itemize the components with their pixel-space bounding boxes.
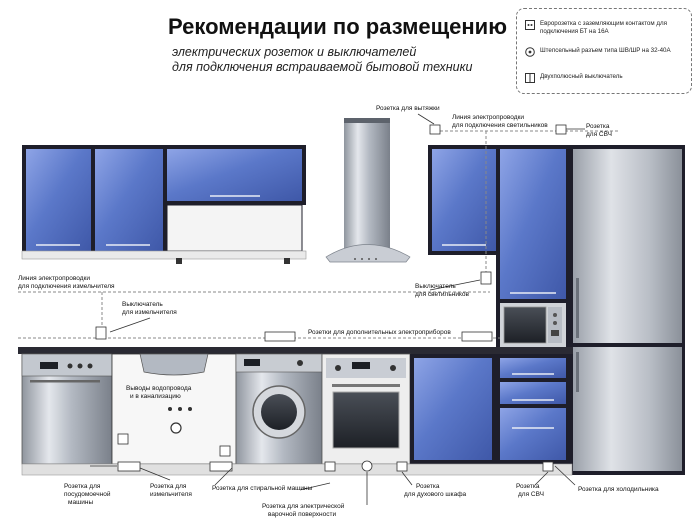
label-oven-socket-2: для духового шкафа [404,491,467,498]
label-hob-socket-2: варочной поверхности [268,511,337,518]
built-in-oven [321,353,411,465]
leader-lines [90,113,585,505]
legend-text-plug: Штепсельный разъем типа ШВ/ШР на 32-40А [540,47,671,54]
label-dishwasher-3: машины [68,499,94,506]
label-extra-sockets: Розетки для дополнительных электроприбор… [308,329,451,336]
label-grinder-switch-2: для измельчителя [122,309,177,316]
double-switch-icon [525,73,535,83]
label-lighting-wiring-1: Линия электропроводки [452,114,525,121]
label-light-switch-1: Выключатель [415,283,456,290]
label-grinder-socket-2: измельчителя [150,491,192,498]
label-lighting-wiring-2: для подключения светильников [452,122,548,129]
label-microwave-top-2: для СВЧ [586,131,612,138]
label-fridge-socket: Розетка для холодильника [578,486,659,493]
upper-left-cabinets [21,145,307,264]
sink-cabinet [111,353,237,465]
sockets [95,124,567,472]
legend-row-plug: Штепсельный разъем типа ШВ/ШР на 32-40А [525,47,680,57]
label-hood-socket: Розетка для вытяжки [376,105,440,112]
label-dishwasher-2: посудомоечной [64,491,111,498]
label-washer-socket: Розетка для стиральной машины [212,485,313,492]
label-microwave-top-1: Розетка [586,123,610,130]
legend-box: Евророзетка с заземляющим контактом для … [516,8,692,94]
subtitle-line-1: электрических розеток и выключателей [172,45,417,59]
label-grinder-wiring-1: Линия электропроводки [18,275,91,282]
label-hob-socket-1: Розетка для электрической [262,503,345,510]
plug-connector-icon [525,47,535,57]
label-grinder-socket-1: Розетка для [150,483,187,490]
countertop [18,347,573,354]
legend-row-euro: Евророзетка с заземляющим контактом для … [525,20,680,35]
label-dishwasher-1: Розетка для [64,483,101,490]
label-grinder-switch-1: Выключатель [122,301,163,308]
range-hood [325,118,411,263]
legend-text-switch: Двухполюсный выключатель [540,73,623,80]
label-grinder-wiring-2: для подключения измельчителя [18,283,115,290]
legend-row-switch: Двухполюсный выключатель [525,73,680,83]
right-upper-cabinets [428,145,570,350]
dishwasher [21,353,113,465]
label-water-outputs-1: Выводы водопровода [126,385,192,392]
plinth [21,463,573,476]
refrigerator [570,145,685,475]
label-microwave-bottom-1: Розетка [516,483,540,490]
label-oven-socket-1: Розетка [416,483,440,490]
subtitle-line-2: для подключения встраиваемой бытовой тех… [172,60,473,74]
legend-text-euro: Евророзетка с заземляющим контактом для … [540,20,667,35]
label-water-outputs-2: и в канализацию [130,393,181,400]
label-light-switch-2: для светильников [415,291,469,298]
page-title: Рекомендации по размещению [168,14,507,39]
lower-right-cabinets [410,354,570,464]
label-microwave-bottom-2: для СВЧ [518,491,544,498]
washing-machine [235,353,323,465]
euro-socket-icon [525,20,535,30]
